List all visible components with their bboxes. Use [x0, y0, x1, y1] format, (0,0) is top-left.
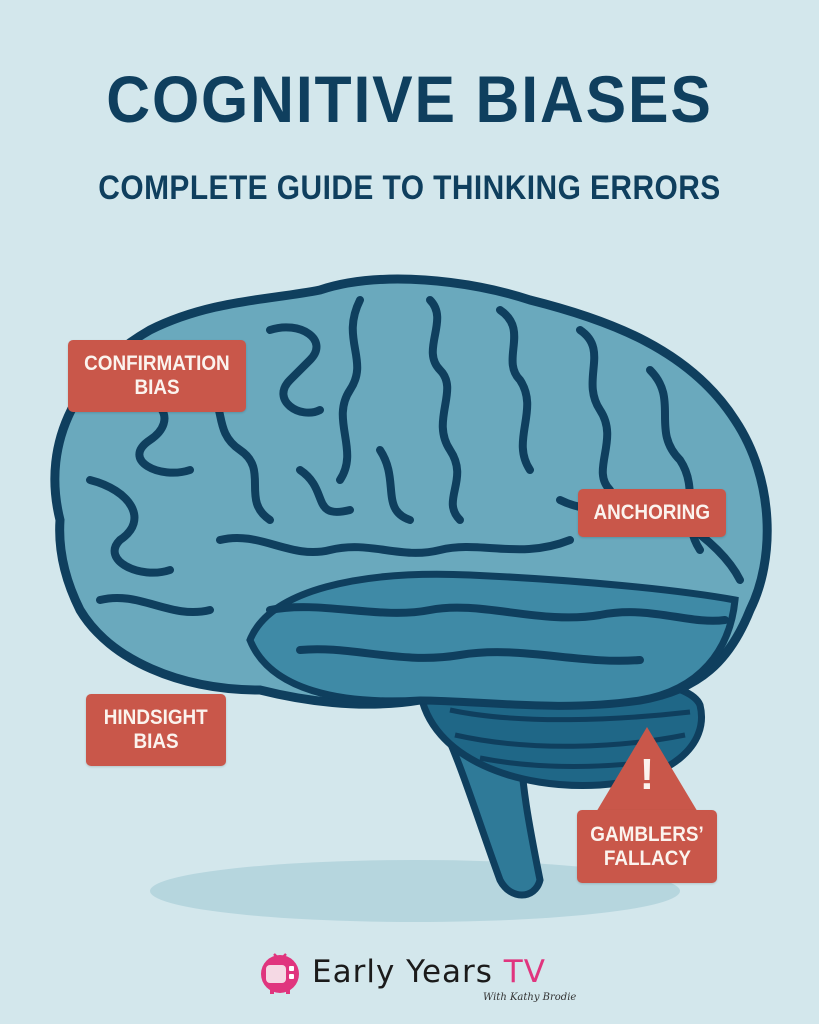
confirmation-bias-line1: CONFIRMATION — [84, 352, 230, 375]
confirmation-bias-label: CONFIRMATION BIAS — [68, 340, 246, 412]
confirmation-bias-line2: BIAS — [134, 376, 180, 399]
hindsight-bias-label: HINDSIGHT BIAS — [86, 694, 226, 766]
gamblers-fallacy-line1: GAMBLERS’ — [590, 822, 704, 846]
gamblers-fallacy-line2: FALLACY — [603, 846, 691, 870]
anchoring-label: ANCHORING — [578, 489, 726, 537]
gamblers-fallacy-label: ! GAMBLERS’ FALLACY — [577, 727, 717, 883]
gamblers-fallacy-box: GAMBLERS’ FALLACY — [577, 810, 717, 883]
page-title: COGNITIVE BIASES — [106, 62, 713, 136]
brand-name: Early Years TV — [312, 952, 546, 992]
warning-exclamation: ! — [639, 750, 655, 799]
brand-main: Early Years — [312, 954, 504, 990]
brand-accent: TV — [503, 954, 546, 990]
page-subtitle: COMPLETE GUIDE TO THINKING ERRORS — [98, 169, 721, 207]
brand-tagline: With Kathy Brodie — [483, 992, 577, 1003]
warning-icon — [592, 727, 702, 819]
brand-logo: Early Years TV With Kathy Brodie — [255, 952, 585, 1012]
hindsight-bias-line2: BIAS — [133, 730, 179, 753]
hindsight-bias-line1: HINDSIGHT — [104, 706, 208, 729]
tv-icon — [261, 953, 299, 994]
anchoring-line1: ANCHORING — [593, 501, 711, 524]
